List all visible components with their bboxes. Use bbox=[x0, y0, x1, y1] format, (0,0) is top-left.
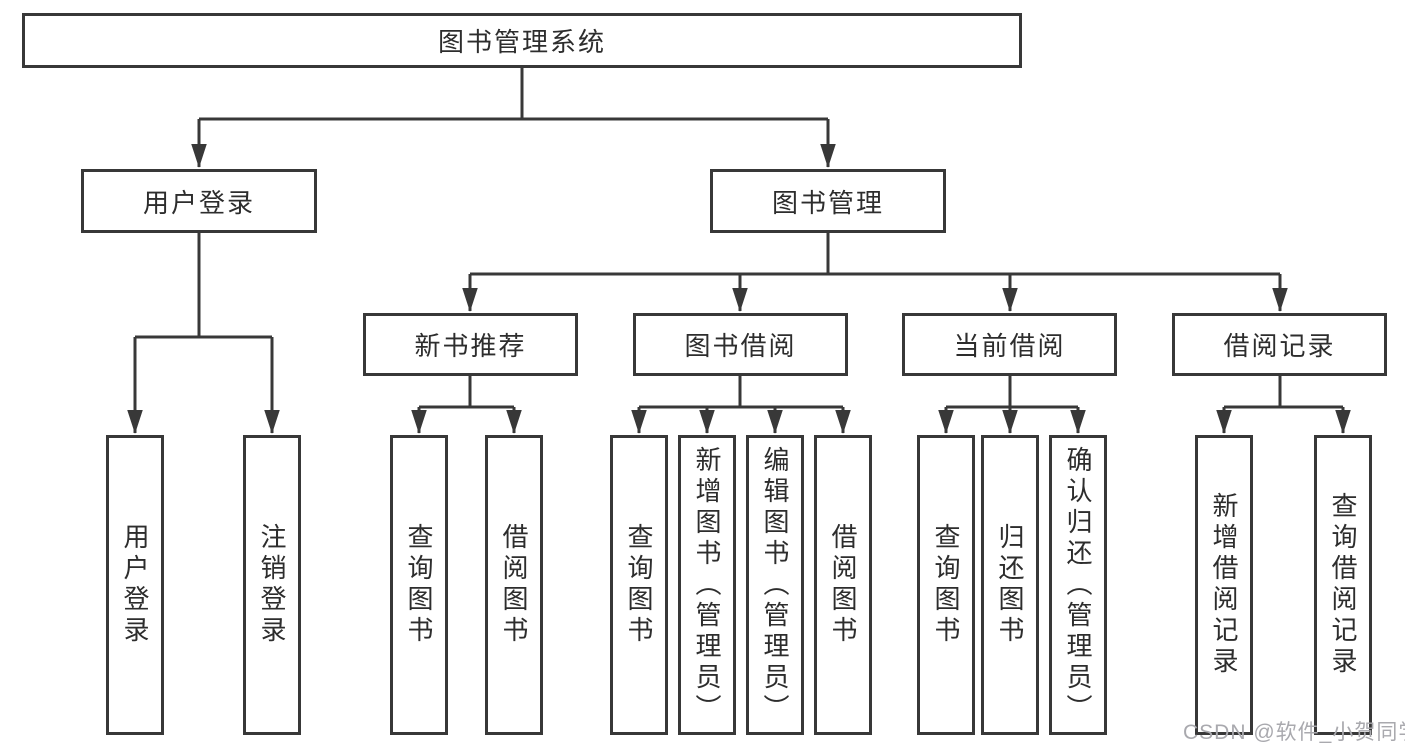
leaf-current-confirm-return: 确认归还（管理员） bbox=[1049, 435, 1107, 735]
leaf-borrowing-add-books: 新增图书（管理员） bbox=[678, 435, 736, 735]
node-user-login: 用户登录 bbox=[81, 169, 317, 233]
leaf-user-login: 用户登录 bbox=[106, 435, 164, 735]
node-current-borrowing: 当前借阅 bbox=[902, 313, 1117, 376]
leaf-recommend-borrow-books: 借阅图书 bbox=[485, 435, 543, 735]
node-book-borrowing: 图书借阅 bbox=[633, 313, 848, 376]
leaf-borrowing-borrow-books: 借阅图书 bbox=[814, 435, 872, 735]
leaf-borrowing-query-books: 查询图书 bbox=[610, 435, 668, 735]
leaf-records-query-record: 查询借阅记录 bbox=[1314, 435, 1372, 735]
node-borrowing-records: 借阅记录 bbox=[1172, 313, 1387, 376]
node-book-management: 图书管理 bbox=[710, 169, 946, 233]
leaf-current-query-books: 查询图书 bbox=[917, 435, 975, 735]
leaf-logout: 注销登录 bbox=[243, 435, 301, 735]
leaf-current-return-books: 归还图书 bbox=[981, 435, 1039, 735]
node-root: 图书管理系统 bbox=[22, 13, 1022, 68]
node-new-book-recommend: 新书推荐 bbox=[363, 313, 578, 376]
leaf-recommend-query-books: 查询图书 bbox=[390, 435, 448, 735]
leaf-records-add-record: 新增借阅记录 bbox=[1195, 435, 1253, 735]
csdn-watermark: CSDN @软件_小贺同学 bbox=[1183, 721, 1405, 744]
leaf-borrowing-edit-books: 编辑图书（管理员） bbox=[746, 435, 804, 735]
